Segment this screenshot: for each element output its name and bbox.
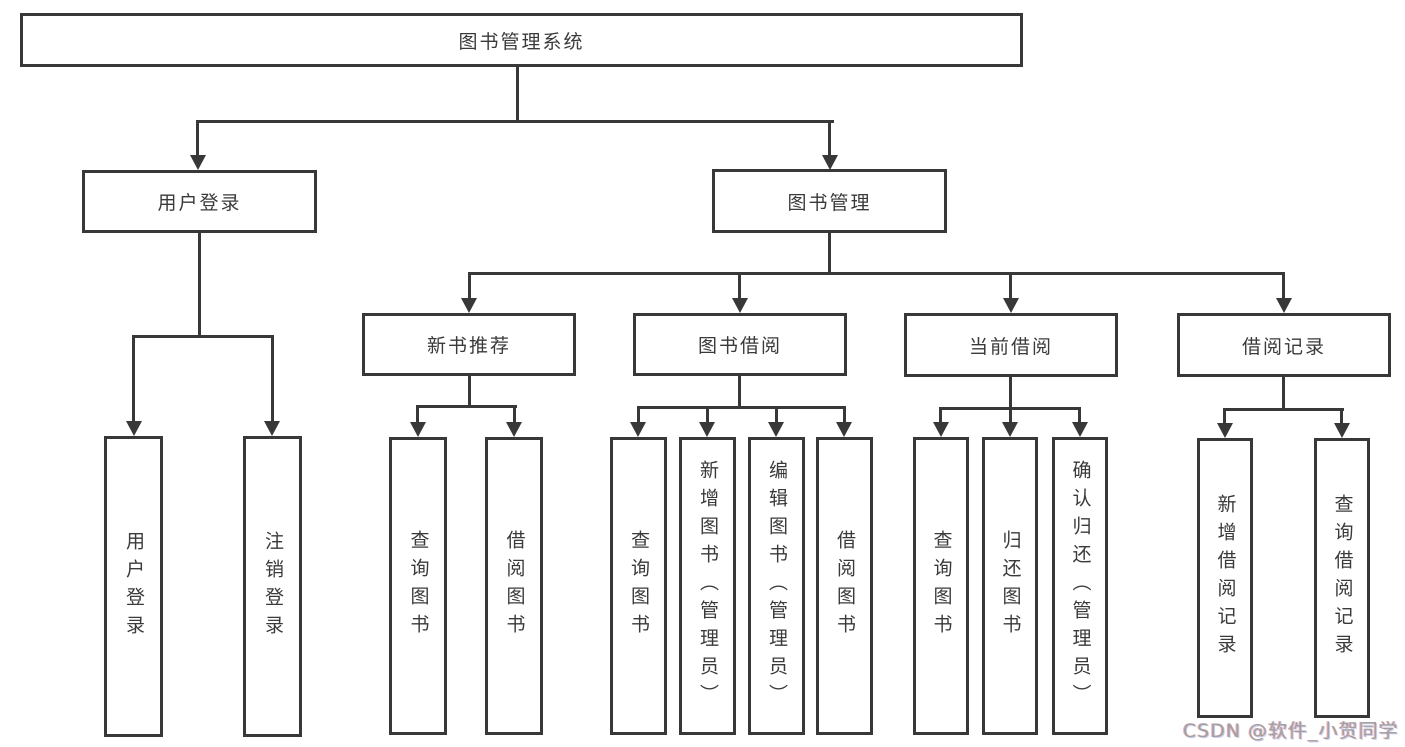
- connector-line: [1282, 377, 1285, 408]
- connector-line: [1009, 377, 1012, 407]
- connector-line: [1282, 275, 1285, 299]
- connector-line: [775, 409, 778, 422]
- connector-line: [468, 272, 1285, 275]
- connector-arrow: [506, 422, 522, 437]
- watermark-text: CSDN @软件_小贺同学: [1183, 720, 1399, 742]
- node-library-management-system: 图书管理系统: [20, 13, 1023, 67]
- leaf-query-books-recommend: 查询图书: [389, 437, 447, 735]
- connector-arrow: [461, 298, 477, 313]
- connector-arrow: [630, 422, 646, 437]
- connector-arrow: [1072, 422, 1088, 437]
- connector-arrow: [1002, 422, 1018, 437]
- leaf-add-borrow-record: 新增借阅记录: [1197, 438, 1253, 718]
- leaf-query-borrow-record: 查询借阅记录: [1314, 438, 1370, 718]
- node-current-borrowing: 当前借阅: [904, 313, 1118, 377]
- node-borrowing-records: 借阅记录: [1177, 313, 1391, 377]
- connector-arrow: [822, 155, 838, 170]
- connector-line: [513, 408, 516, 422]
- leaf-query-books-current: 查询图书: [913, 437, 969, 735]
- leaf-add-books-admin: 新增图书（管理员）: [679, 437, 736, 735]
- node-book-borrowing: 图书借阅: [633, 313, 847, 376]
- leaf-user-login: 用户登录: [104, 436, 163, 737]
- connector-line: [132, 338, 135, 421]
- connector-arrow: [264, 421, 280, 436]
- connector-arrow: [1003, 298, 1019, 313]
- connector-line: [468, 376, 471, 408]
- connector-line: [738, 376, 741, 406]
- connector-line: [1340, 411, 1343, 423]
- connector-line: [738, 275, 741, 299]
- connector-arrow: [1276, 298, 1292, 313]
- leaf-confirm-return-admin: 确认归还（管理员）: [1052, 437, 1108, 735]
- connector-line: [828, 233, 831, 275]
- connector-arrow: [836, 422, 852, 437]
- leaf-logout: 注销登录: [243, 436, 302, 737]
- leaf-borrow-books: 借阅图书: [816, 437, 873, 735]
- connector-line: [516, 67, 519, 123]
- connector-line: [1009, 275, 1012, 299]
- leaf-return-books: 归还图书: [982, 437, 1038, 735]
- connector-arrow: [1334, 423, 1350, 438]
- node-user-login: 用户登录: [82, 170, 317, 233]
- connector-line: [706, 409, 709, 422]
- connector-line: [637, 409, 640, 422]
- leaf-borrow-books-recommend: 借阅图书: [485, 437, 543, 735]
- connector-arrow: [933, 422, 949, 437]
- node-new-book-recommend: 新书推荐: [362, 313, 576, 376]
- connector-line: [196, 123, 199, 156]
- connector-line: [468, 275, 471, 299]
- connector-line: [828, 123, 831, 156]
- connector-line: [1078, 410, 1081, 422]
- leaf-edit-books-admin: 编辑图书（管理员）: [748, 437, 805, 735]
- node-book-management: 图书管理: [712, 169, 947, 233]
- connector-arrow: [126, 421, 142, 436]
- connector-line: [196, 120, 834, 123]
- connector-line: [416, 408, 419, 422]
- connector-line: [1223, 411, 1226, 423]
- connector-arrow: [699, 422, 715, 437]
- connector-line: [271, 338, 274, 421]
- connector-arrow: [190, 155, 206, 170]
- leaf-query-books-borrowing: 查询图书: [610, 437, 667, 735]
- connector-arrow: [1217, 423, 1233, 438]
- connector-line: [1009, 410, 1012, 422]
- connector-arrow: [732, 298, 748, 313]
- connector-line: [132, 335, 274, 338]
- connector-line: [1223, 408, 1344, 411]
- connector-line: [637, 406, 846, 409]
- connector-line: [416, 405, 517, 408]
- connector-line: [939, 407, 1081, 410]
- connector-line: [939, 410, 942, 422]
- connector-arrow: [768, 422, 784, 437]
- connector-arrow: [410, 422, 426, 437]
- connector-line: [843, 409, 846, 422]
- connector-line: [198, 233, 201, 335]
